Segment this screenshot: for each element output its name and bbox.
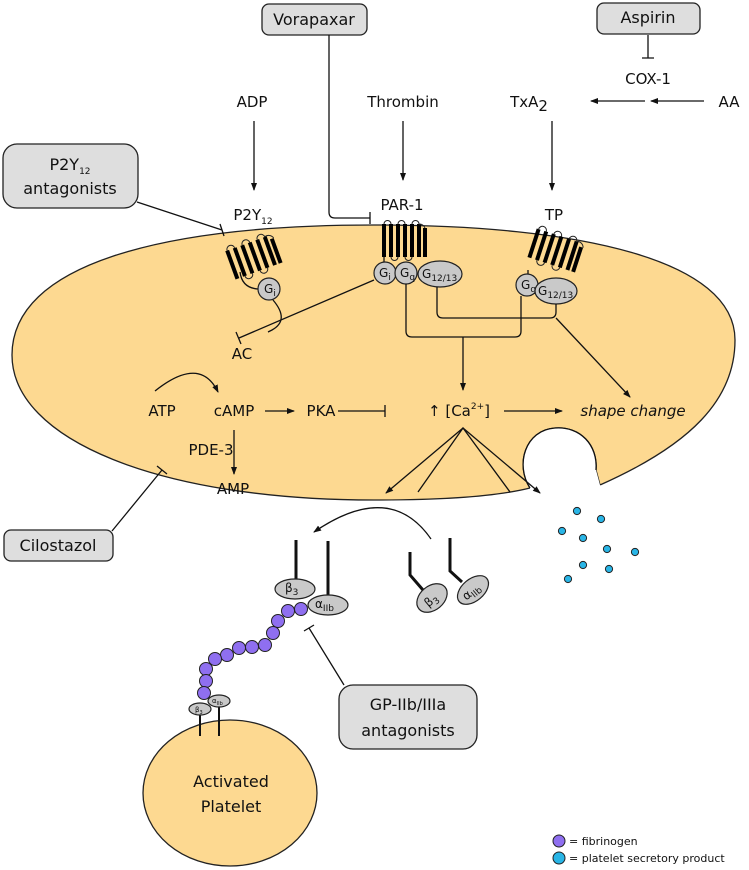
fibrinogen-bead bbox=[294, 602, 308, 616]
svg-text:= platelet secretory product: = platelet secretory product bbox=[569, 852, 725, 865]
fibrinogen-chain bbox=[197, 602, 308, 700]
fibrinogen-bead bbox=[197, 686, 211, 700]
txa2-label: TxA2 bbox=[509, 93, 548, 115]
fibrinogen-bead bbox=[258, 638, 272, 652]
activated-platelet: β3 αIIb Activated Platelet bbox=[142, 694, 318, 867]
calcium-to-integrin-arrow bbox=[385, 427, 464, 494]
fibrinogen-bead bbox=[199, 662, 213, 676]
fibrinogen-bead bbox=[220, 648, 234, 662]
g-protein-gi-par1: Gi bbox=[373, 261, 397, 285]
cilostazol-label: Cilostazol bbox=[20, 536, 97, 555]
svg-text:Gq: Gq bbox=[400, 266, 415, 283]
pka-inhibits-calcium bbox=[338, 405, 386, 417]
secretory-product-dot bbox=[578, 533, 588, 543]
pka-label: PKA bbox=[307, 402, 337, 420]
secretory-product-dot bbox=[563, 574, 573, 584]
svg-text:β3: β3 bbox=[285, 581, 298, 598]
amp-label: AMP bbox=[217, 480, 249, 498]
legend: = fibrinogen = platelet secretory produc… bbox=[552, 834, 725, 865]
secretory-product-dot bbox=[557, 526, 567, 536]
svg-text:Gi: Gi bbox=[379, 266, 391, 283]
svg-text:Gi: Gi bbox=[264, 282, 276, 299]
secretory-product-dot bbox=[604, 564, 614, 574]
p2y12-antagonist-inhibition bbox=[136, 201, 225, 237]
fibrinogen-bead bbox=[271, 614, 285, 628]
integrin-activation-arrow bbox=[313, 506, 432, 540]
g1213-connector bbox=[436, 287, 557, 319]
calcium-to-secretion-arrow bbox=[462, 427, 541, 494]
thrombin-label: Thrombin bbox=[366, 93, 439, 111]
to-shape-change-arrow bbox=[555, 317, 631, 398]
svg-text:= fibrinogen: = fibrinogen bbox=[569, 835, 638, 848]
svg-text:αIIb: αIIb bbox=[315, 597, 334, 614]
vorapaxar-box: Vorapaxar bbox=[261, 3, 368, 36]
legend-item-secretory-product: = platelet secretory product bbox=[552, 851, 725, 865]
aspirin-inhibition bbox=[642, 35, 654, 59]
p2y12-receptor bbox=[225, 233, 283, 280]
active-integrin: β3 αIIb bbox=[274, 540, 349, 616]
cox1-label: COX-1 bbox=[625, 70, 671, 88]
secretory-product-dot bbox=[578, 560, 588, 570]
fibrinogen-bead bbox=[208, 652, 222, 666]
inactive-integrin: β3 αIIb bbox=[408, 538, 490, 613]
g-protein-g1213-par1: G12/13 bbox=[417, 260, 463, 288]
secretory-product-dot bbox=[630, 547, 640, 557]
aa-label: AA bbox=[719, 93, 741, 111]
svg-text:αIIb: αIIb bbox=[212, 697, 223, 707]
fibrinogen-bead bbox=[232, 641, 246, 655]
pde3-label: PDE-3 bbox=[188, 441, 233, 459]
gi-par1-inhibits-ac bbox=[235, 279, 375, 345]
fibrinogen-bead bbox=[245, 640, 259, 654]
tp-receptor bbox=[527, 225, 584, 273]
platelet-cell bbox=[11, 224, 736, 501]
gp-antagonist-inhibition bbox=[303, 624, 345, 686]
g-protein-gi-p2y12: Gi bbox=[257, 277, 281, 301]
secretory-vesicle bbox=[523, 427, 620, 500]
secretory-product-dot bbox=[602, 544, 612, 554]
svg-text:Gq: Gq bbox=[521, 278, 536, 295]
aspirin-label: Aspirin bbox=[620, 8, 675, 27]
vorapaxar-label: Vorapaxar bbox=[273, 10, 355, 29]
secretory-products bbox=[557, 506, 640, 584]
fibrinogen-bead bbox=[281, 604, 295, 618]
activated-platelet-line1: Activated bbox=[193, 772, 269, 791]
gp-iib-iiia-antagonists-box: GP-IIb/IIIa antagonists bbox=[338, 684, 478, 750]
svg-text:G12/13: G12/13 bbox=[538, 284, 573, 301]
g-protein-g1213-tp: G12/13 bbox=[534, 277, 578, 305]
p2y12-antagonists-line2: antagonists bbox=[23, 179, 117, 198]
cilostazol-inhibition bbox=[111, 465, 168, 532]
p2y12-antagonists-label: P2Y12 bbox=[49, 155, 90, 177]
ac-label: AC bbox=[232, 345, 252, 363]
p2y12-receptor-label: P2Y12 bbox=[233, 206, 272, 227]
svg-text:β3: β3 bbox=[195, 706, 203, 716]
shape-change-label: shape change bbox=[580, 402, 685, 420]
tp-receptor-label: TP bbox=[544, 206, 563, 224]
calcium-label: ↑ [Ca2+] bbox=[428, 402, 490, 420]
secretory-product-dot bbox=[596, 514, 606, 524]
svg-text:G12/13: G12/13 bbox=[422, 267, 457, 284]
g-protein-gq-par1: Gq bbox=[394, 261, 418, 285]
vorapaxar-inhibition bbox=[328, 35, 371, 224]
gp-antagonists-line1: GP-IIb/IIIa bbox=[370, 695, 446, 714]
p2y12-antagonists-box: P2Y12 antagonists bbox=[2, 143, 139, 209]
atp-to-camp-arrow bbox=[154, 372, 219, 393]
adp-label: ADP bbox=[237, 93, 268, 111]
atp-label: ATP bbox=[148, 402, 175, 420]
legend-item-fibrinogen: = fibrinogen bbox=[552, 834, 638, 848]
par1-receptor-label: PAR-1 bbox=[380, 196, 423, 214]
camp-label: cAMP bbox=[214, 402, 255, 420]
aspirin-box: Aspirin bbox=[596, 2, 701, 35]
secretory-product-dot bbox=[572, 506, 582, 516]
activated-platelet-line2: Platelet bbox=[201, 797, 262, 816]
par1-receptor bbox=[382, 220, 427, 261]
fibrinogen-bead bbox=[266, 626, 280, 640]
cilostazol-box: Cilostazol bbox=[3, 529, 114, 562]
fibrinogen-bead bbox=[199, 674, 213, 688]
gp-antagonists-line2: antagonists bbox=[361, 721, 455, 740]
